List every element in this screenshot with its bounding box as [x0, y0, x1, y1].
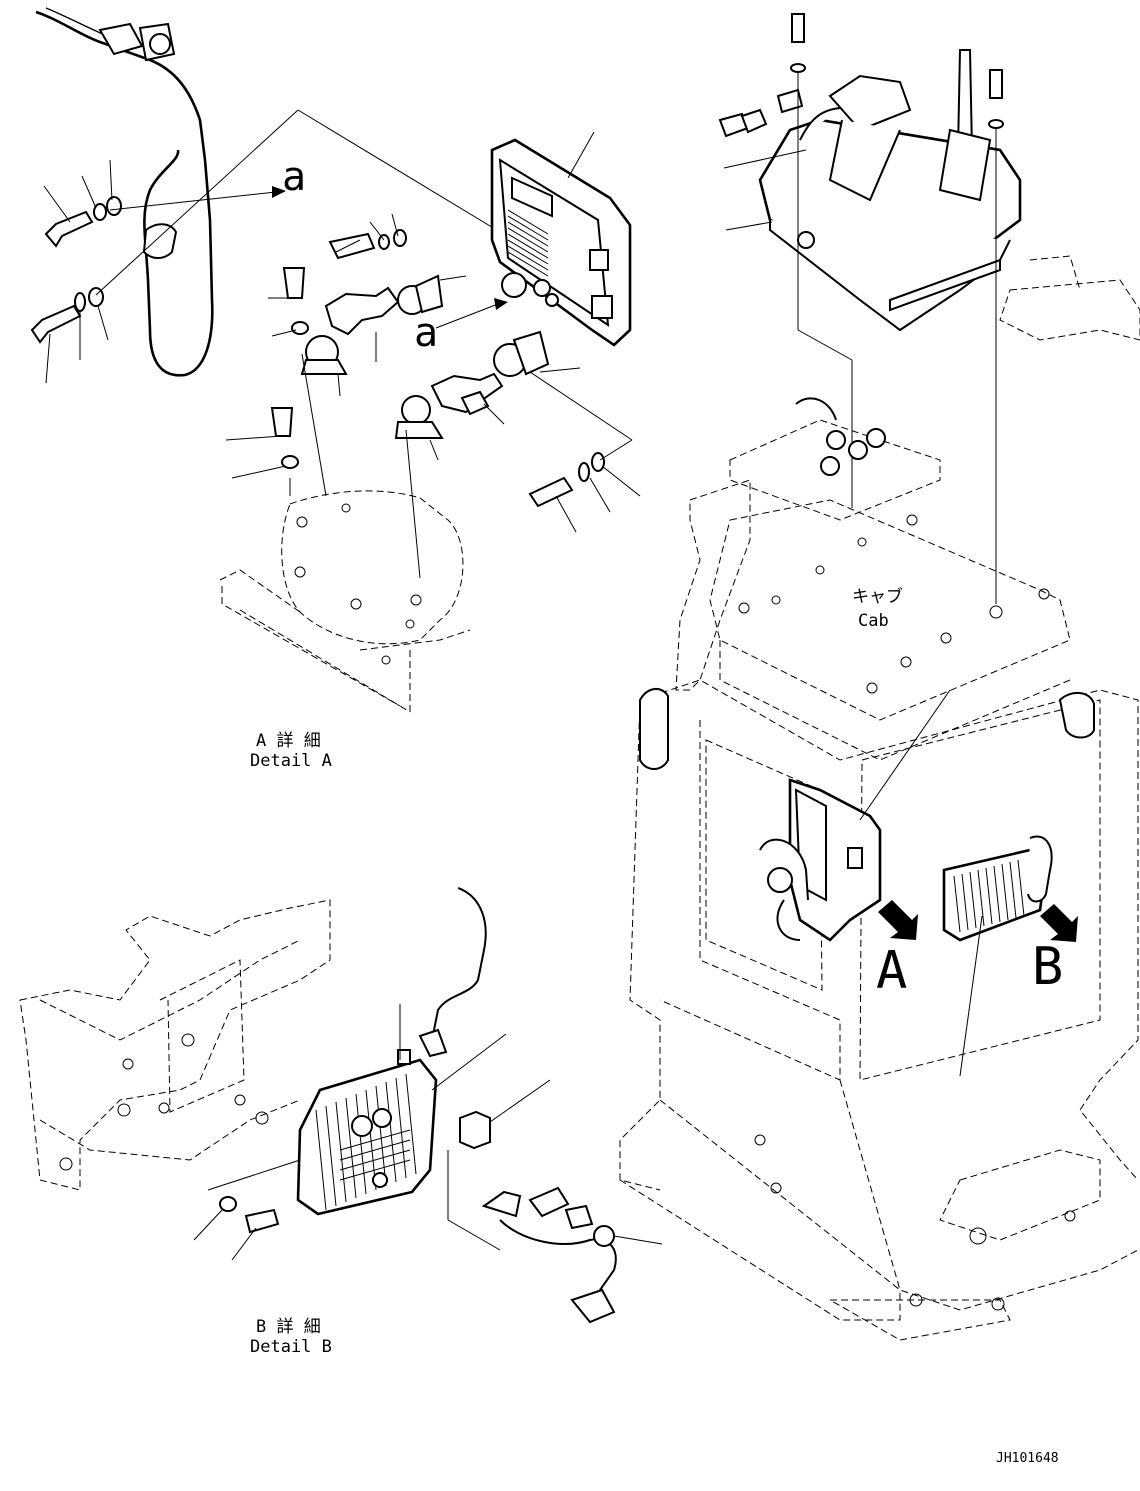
detail-a-title-en: Detail A: [250, 751, 332, 771]
seat-control-box: [718, 13, 1022, 604]
view-label-b: B: [1032, 937, 1063, 997]
clamp-arm-lower: [394, 372, 505, 461]
dash-panel-base: [219, 353, 471, 713]
heatsink-fins-monitor: [507, 209, 549, 277]
bolt-set-center: [225, 267, 309, 479]
connector-label-a-upper: a: [282, 154, 306, 200]
view-arrow-b: B: [1032, 904, 1078, 997]
drawing-number: JH101648: [996, 1451, 1059, 1466]
frame-bracket-dashed: [19, 899, 331, 1191]
detail-a-title-ja: A 詳 細: [256, 731, 321, 751]
cab-monitor: [759, 689, 951, 942]
harness-b-top: [399, 887, 487, 1060]
controller-unit-b: [296, 1033, 507, 1216]
bolt-set-left: [30, 159, 122, 384]
harness-b-bottom: [447, 1150, 663, 1324]
cab-label-ja: キャブ: [852, 586, 903, 607]
detail-b-group: B 詳 細 Detail B: [19, 887, 663, 1357]
ball-mount-lower: [493, 330, 581, 377]
relay-block: [459, 1079, 551, 1150]
detail-a-group: a a: [30, 7, 641, 771]
cab-structure: A B キャブ Cab: [619, 255, 1140, 1341]
ball-mount-upper: [328, 213, 467, 315]
detail-b-title-en: Detail B: [250, 1337, 332, 1357]
heatsink-fins-cab: [953, 859, 1025, 933]
detail-b-title-ja: B 詳 細: [256, 1317, 321, 1337]
harness-hose: [35, 7, 214, 377]
monitor-display: [490, 131, 632, 347]
valve-plate: [729, 397, 941, 521]
heatsink-fins-b: [315, 1073, 417, 1211]
clamp-arm-upper: [300, 286, 400, 397]
connector-label-a-lower: a: [414, 310, 438, 356]
bolt-set-right: [528, 371, 641, 533]
view-arrow-a: A: [876, 900, 918, 1001]
view-label-a: A: [876, 941, 907, 1001]
cab-controller: [942, 835, 1053, 1077]
bolt-set-b: [193, 1159, 301, 1261]
cab-label-en: Cab: [858, 611, 889, 631]
